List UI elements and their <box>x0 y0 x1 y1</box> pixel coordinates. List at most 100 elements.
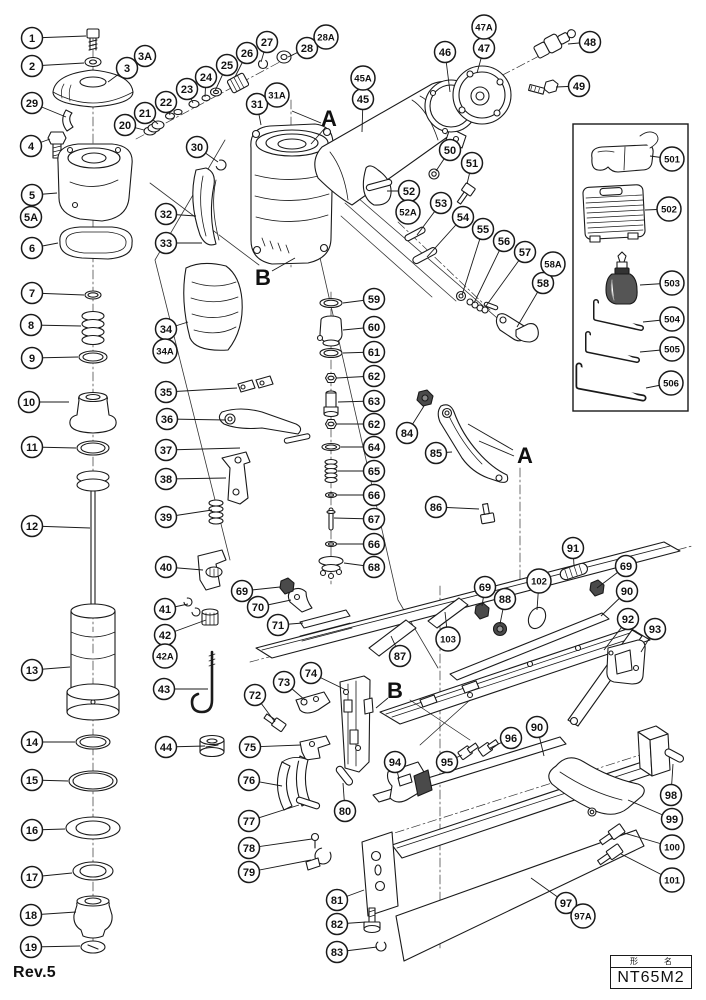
balloon-43: 43 <box>152 677 208 701</box>
balloon-60: 60 <box>342 315 386 339</box>
balloon-506: 506 <box>645 370 684 396</box>
oil-bottle-icon <box>606 252 637 304</box>
svg-text:79: 79 <box>243 867 255 879</box>
balloon-57: 57 <box>485 240 537 307</box>
svg-text:501: 501 <box>664 154 681 165</box>
balloon-66: 66 <box>337 532 386 556</box>
svg-text:B: B <box>255 265 271 290</box>
svg-text:83: 83 <box>331 947 343 959</box>
svg-text:96: 96 <box>505 733 517 745</box>
balloon-66: 66 <box>337 483 386 507</box>
revision-label: Rev.5 <box>13 964 57 981</box>
balloon-13: 13 <box>20 658 71 682</box>
balloon-502: 502 <box>644 196 682 222</box>
carrying-case-icon <box>583 184 646 242</box>
svg-text:52A: 52A <box>399 207 417 218</box>
lever-cluster <box>184 376 310 757</box>
svg-text:92: 92 <box>622 614 634 626</box>
balloon-25: 25 <box>214 53 239 92</box>
svg-text:41: 41 <box>159 604 171 616</box>
balloon-49: 49 <box>555 74 591 98</box>
balloon-80: 80 <box>333 782 357 823</box>
balloon-47: 47 <box>472 36 496 74</box>
balloon-79: 79 <box>237 859 312 884</box>
svg-text:91: 91 <box>567 543 579 555</box>
balloon-74: 74 <box>299 661 347 691</box>
balloon-92: 92 <box>603 607 640 651</box>
balloon-45A: 45A <box>350 65 376 91</box>
svg-text:25: 25 <box>221 60 233 72</box>
balloon-71: 71 <box>266 613 304 637</box>
svg-text:502: 502 <box>661 204 677 215</box>
svg-text:28A: 28A <box>317 32 335 43</box>
kanji-kata: 形 <box>630 957 638 966</box>
svg-text:8: 8 <box>28 320 34 332</box>
balloon-4: 4 <box>19 134 51 158</box>
nose-parts <box>263 676 499 951</box>
balloon-98: 98 <box>659 763 683 807</box>
balloon-96: 96 <box>489 726 523 750</box>
svg-text:11: 11 <box>26 442 38 454</box>
balloon-99: 99 <box>627 799 684 831</box>
balloon-53: 53 <box>416 191 453 236</box>
balloon-86: 86 <box>424 495 480 519</box>
balloon-2: 2 <box>20 54 85 78</box>
svg-text:54: 54 <box>457 212 470 224</box>
svg-text:59: 59 <box>368 294 380 306</box>
balloon-70: 70 <box>246 595 292 619</box>
balloon-24: 24 <box>194 65 218 98</box>
svg-text:81: 81 <box>331 895 343 907</box>
svg-text:28: 28 <box>301 43 313 55</box>
balloon-75: 75 <box>238 735 302 759</box>
svg-text:18: 18 <box>25 910 37 922</box>
svg-text:63: 63 <box>368 396 380 408</box>
svg-text:86: 86 <box>430 502 442 514</box>
balloon-93: 93 <box>640 617 667 653</box>
svg-text:53: 53 <box>435 198 447 210</box>
balloon-40: 40 <box>154 555 204 579</box>
svg-text:5A: 5A <box>24 212 38 224</box>
balloon-48: 48 <box>567 30 602 54</box>
svg-text:69: 69 <box>620 561 632 573</box>
svg-text:10: 10 <box>23 397 35 409</box>
balloon-59: 59 <box>342 287 386 311</box>
pushing-arm <box>417 390 508 524</box>
svg-text:14: 14 <box>26 737 39 749</box>
balloon-35: 35 <box>154 380 238 404</box>
svg-text:6: 6 <box>29 243 35 255</box>
svg-text:47: 47 <box>478 43 490 55</box>
balloon-45: 45 <box>351 87 375 133</box>
balloon-501: 501 <box>649 146 685 172</box>
balloon-63: 63 <box>337 389 386 413</box>
svg-text:1: 1 <box>29 33 35 45</box>
balloon-84: 84 <box>395 405 425 445</box>
svg-text:90: 90 <box>531 722 543 734</box>
balloon-101: 101 <box>620 853 685 893</box>
svg-text:19: 19 <box>25 942 37 954</box>
balloon-18: 18 <box>19 903 77 927</box>
balloon-1: 1 <box>20 26 87 50</box>
balloon-42: 42 <box>153 619 207 647</box>
balloon-73: 73 <box>272 670 306 701</box>
balloon-44: 44 <box>154 735 206 759</box>
balloon-94: 94 <box>383 750 407 780</box>
svg-text:78: 78 <box>243 843 255 855</box>
svg-text:72: 72 <box>249 690 261 702</box>
svg-text:97A: 97A <box>574 911 592 922</box>
svg-text:20: 20 <box>119 120 131 132</box>
balloon-32: 32 <box>154 202 197 226</box>
balloon-56: 56 <box>473 229 516 304</box>
balloon-102: 102 <box>526 568 552 611</box>
svg-text:93: 93 <box>649 624 661 636</box>
svg-text:40: 40 <box>160 562 172 574</box>
balloon-503: 503 <box>639 270 685 296</box>
balloon-16: 16 <box>20 818 66 842</box>
svg-text:26: 26 <box>241 48 253 60</box>
svg-text:62: 62 <box>368 371 380 383</box>
svg-text:97: 97 <box>560 898 572 910</box>
balloon-19: 19 <box>19 935 81 959</box>
balloon-69: 69 <box>596 554 638 589</box>
balloon-87: 87 <box>388 635 412 668</box>
section-marker-A: A <box>467 423 533 468</box>
svg-text:95: 95 <box>441 757 453 769</box>
